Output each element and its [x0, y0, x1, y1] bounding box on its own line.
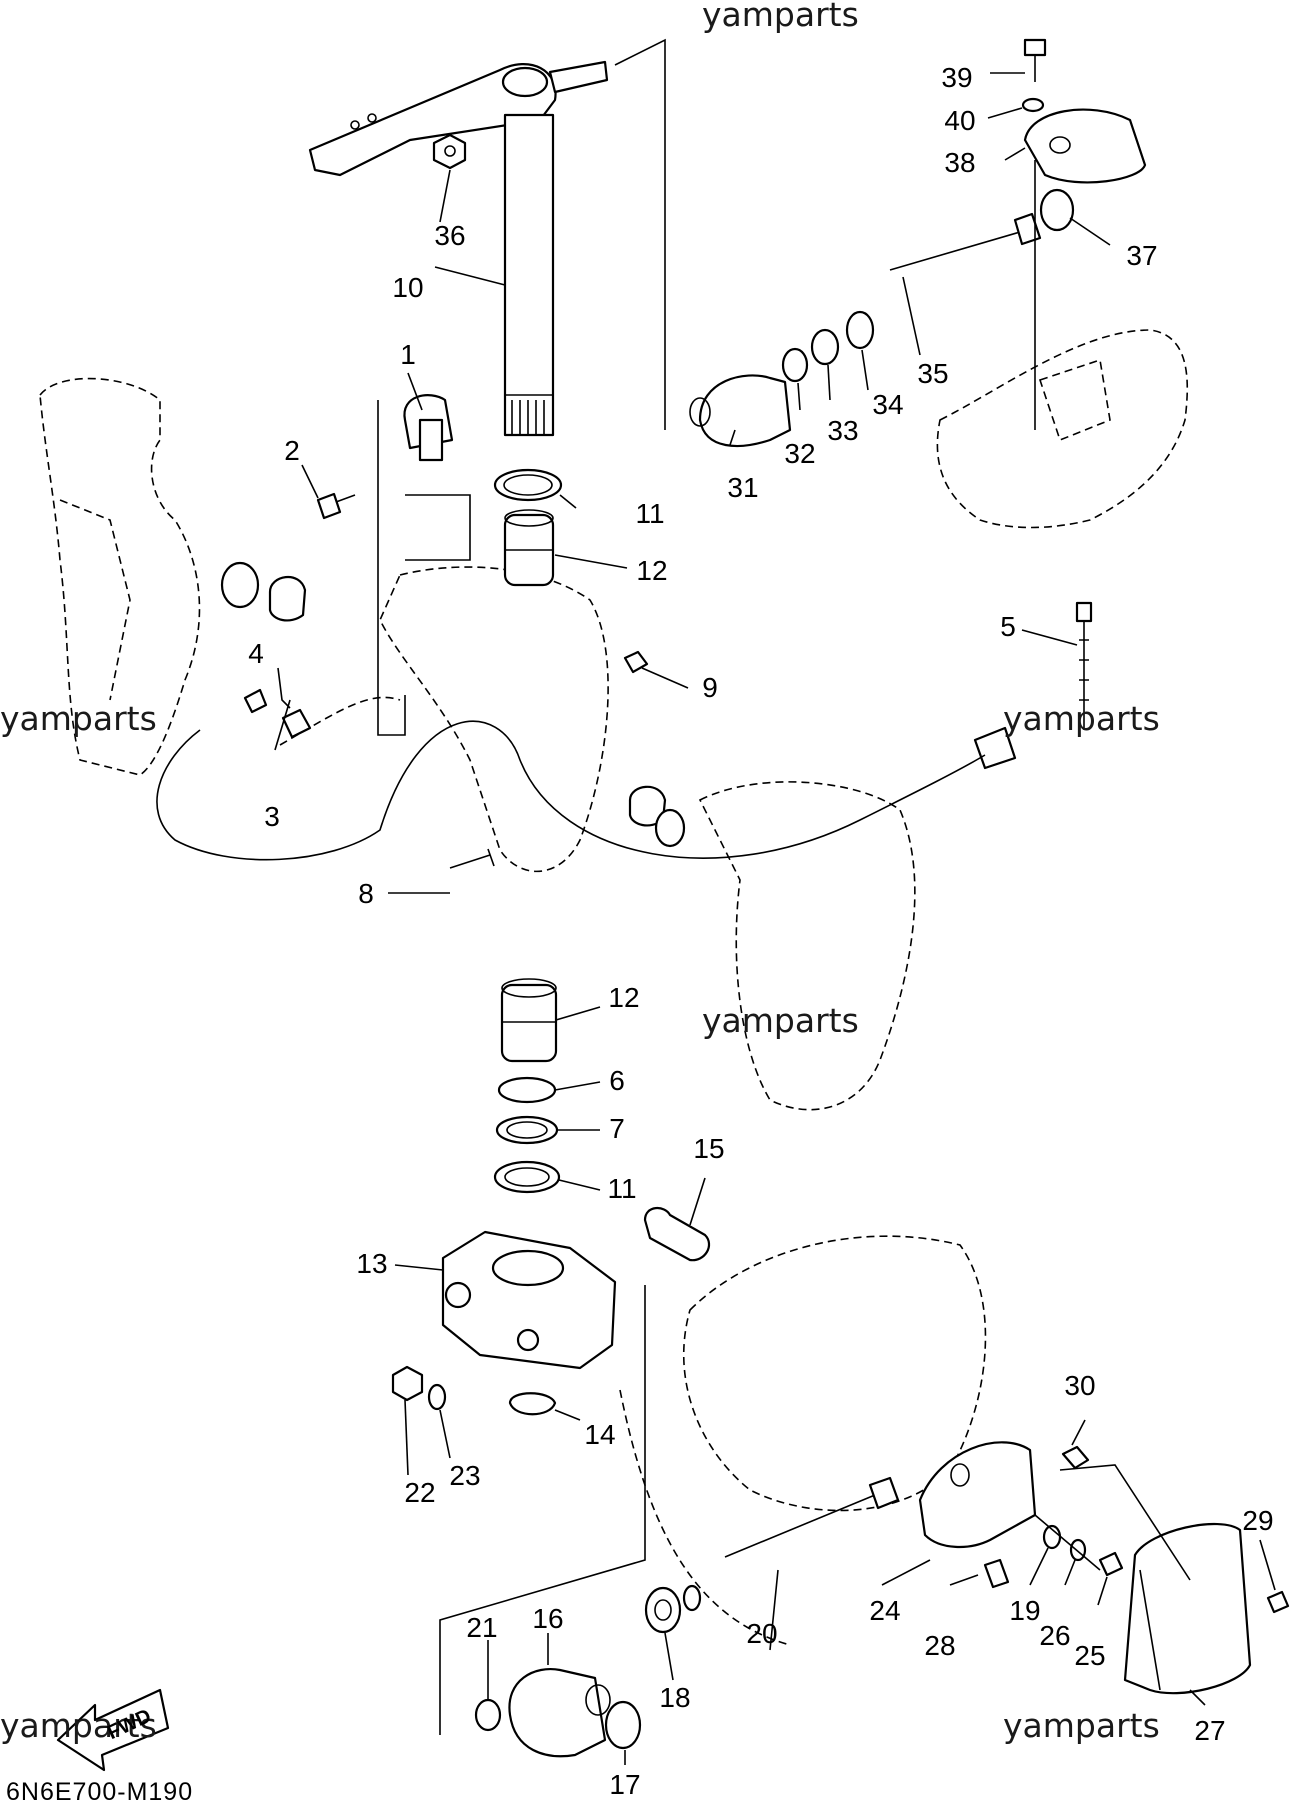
callout-19: 19	[1009, 1595, 1040, 1626]
callout-29: 29	[1242, 1505, 1273, 1536]
callout-10: 10	[392, 272, 423, 303]
callout-1: 1	[400, 339, 416, 370]
watermark-top: yamparts	[702, 0, 859, 34]
callout-7: 7	[609, 1113, 625, 1144]
callout-38: 38	[944, 147, 975, 178]
callout-2: 2	[284, 435, 300, 466]
watermark-left: yamparts	[0, 699, 157, 738]
leader-lines	[274, 38, 1276, 1765]
watermarks: yamparts yamparts yamparts yamparts yamp…	[0, 0, 1160, 1745]
callout-11-lower: 11	[607, 1173, 636, 1204]
callout-36: 36	[434, 220, 465, 251]
callout-18: 18	[659, 1682, 690, 1713]
diagram-code: 6N6E700-M190	[6, 1778, 193, 1806]
callout-24: 24	[869, 1595, 900, 1626]
callout-15: 15	[693, 1133, 724, 1164]
callout-3: 3	[264, 801, 280, 832]
callout-26: 26	[1039, 1620, 1070, 1651]
callout-17: 17	[609, 1769, 640, 1800]
callout-20: 20	[746, 1618, 777, 1649]
callout-labels: 1 2 3 4 5 6 7 8 9 10 11 11 12 12 13 14 1…	[248, 62, 1273, 1800]
callout-14: 14	[584, 1419, 615, 1450]
callout-22: 22	[404, 1477, 435, 1508]
watermark-center: yamparts	[702, 1001, 859, 1040]
callout-33: 33	[827, 415, 858, 446]
callout-21: 21	[466, 1612, 497, 1643]
watermark-bottom-right: yamparts	[1003, 1706, 1160, 1745]
watermark-right: yamparts	[1003, 699, 1160, 738]
callout-30: 30	[1064, 1370, 1095, 1401]
callout-40: 40	[944, 105, 975, 136]
callout-37: 37	[1126, 240, 1157, 271]
callout-32: 32	[784, 438, 815, 469]
callout-16: 16	[532, 1603, 563, 1634]
callout-27: 27	[1194, 1715, 1225, 1746]
callout-23: 23	[449, 1460, 480, 1491]
callout-6: 6	[609, 1065, 625, 1096]
callout-11-upper: 11	[635, 498, 664, 529]
parts-solid	[56, 38, 1290, 1772]
callout-12-lower: 12	[608, 982, 639, 1013]
callout-5: 5	[1000, 611, 1016, 642]
callout-39: 39	[941, 62, 972, 93]
watermark-bottom-left: yamparts	[0, 1706, 157, 1745]
callout-31: 31	[727, 472, 758, 503]
callout-12-upper: 12	[636, 555, 667, 586]
callout-13: 13	[356, 1248, 387, 1279]
callout-8: 8	[358, 878, 374, 909]
callout-35: 35	[917, 358, 948, 389]
callout-28: 28	[924, 1630, 955, 1661]
callout-9: 9	[702, 672, 718, 703]
callout-34: 34	[872, 389, 903, 420]
callout-4: 4	[248, 638, 264, 669]
callout-25: 25	[1074, 1640, 1105, 1671]
